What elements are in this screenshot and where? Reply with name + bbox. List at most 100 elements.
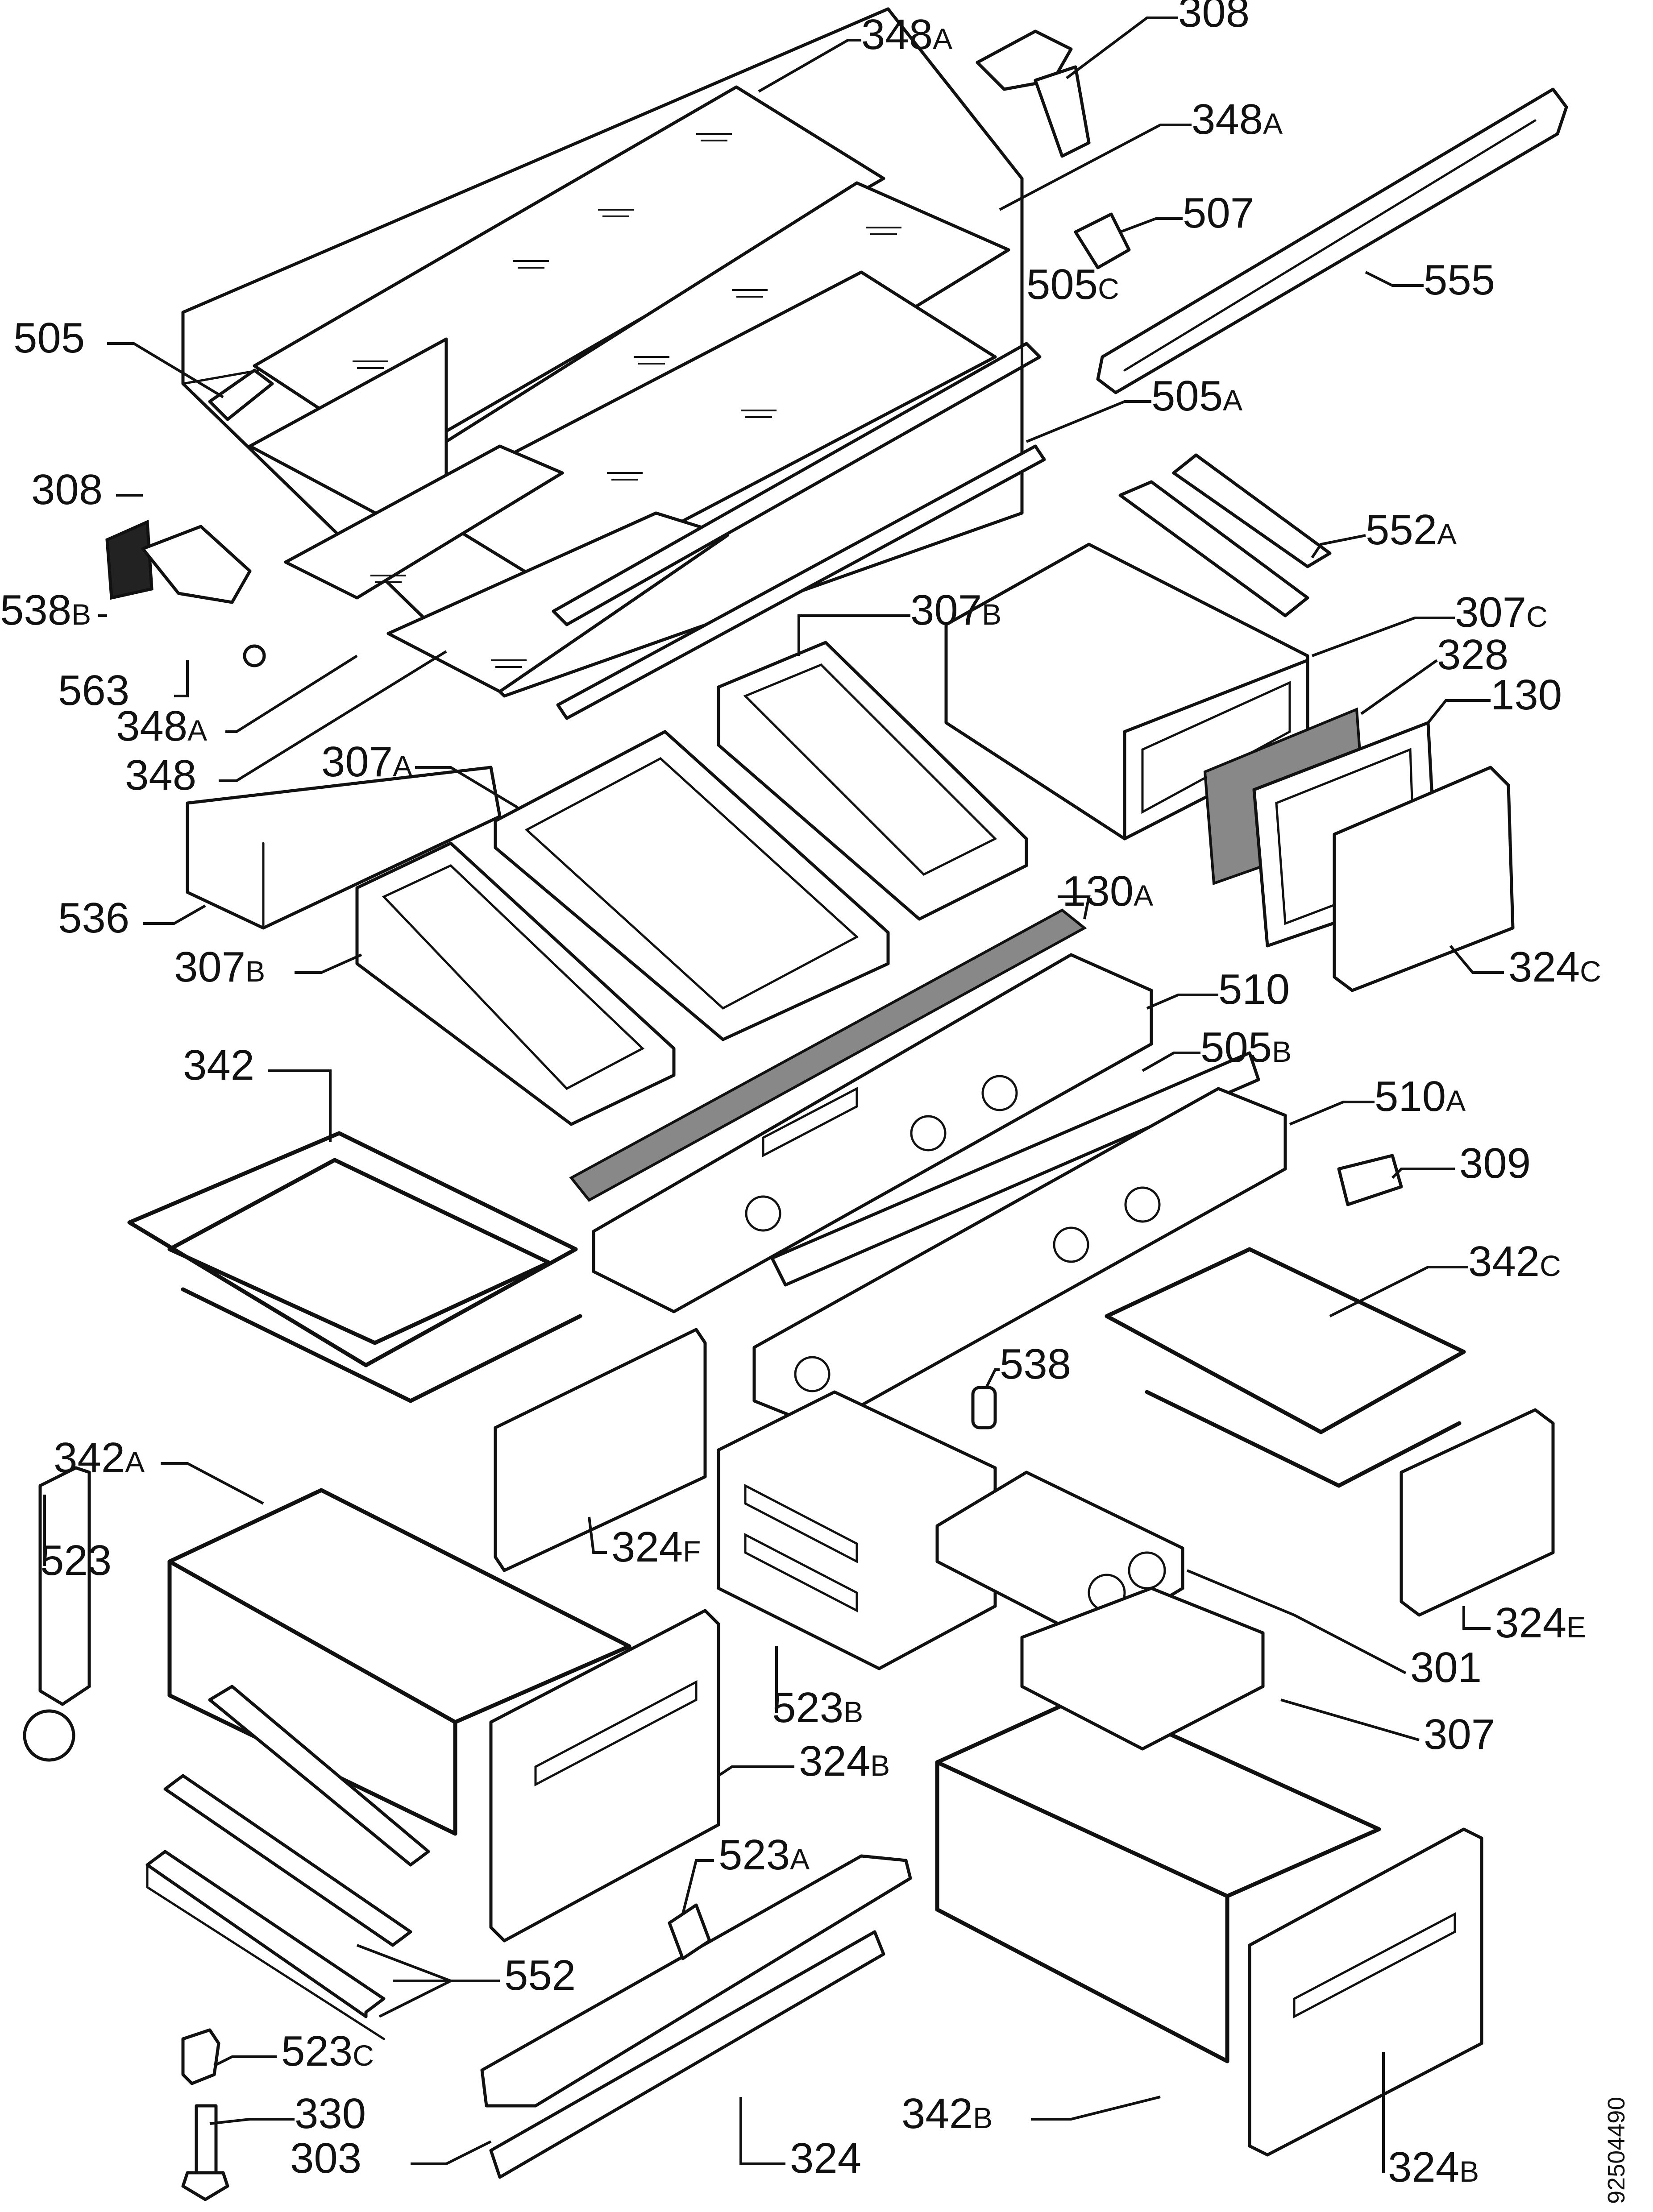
bracket-507 (1074, 212, 1131, 269)
callout-348a-left: 348A (116, 702, 207, 750)
callout-303: 303 (290, 2134, 361, 2182)
callout-307c: 307C (1455, 588, 1548, 636)
ice-box-523b (717, 1390, 997, 1670)
callout-number: 308 (1178, 0, 1250, 36)
callout-563: 563 (58, 667, 129, 714)
callout-suffix: A (1446, 1084, 1466, 1117)
callout-307a: 307A (321, 738, 412, 786)
callout-308-top: 308 (1178, 0, 1250, 36)
callout-number: 536 (58, 894, 129, 942)
callout-number: 324 (1388, 2143, 1459, 2191)
callout-number: 552 (1366, 506, 1437, 554)
callout-number: 307 (174, 943, 245, 991)
basket-342a (167, 1488, 631, 1836)
callout-number: 309 (1459, 1139, 1531, 1187)
callout-342a: 342A (54, 1434, 145, 1482)
front-trim-536 (186, 766, 502, 930)
document-number: 92504490 (1603, 2097, 1630, 2204)
callout-number: 523 (40, 1537, 112, 1584)
callout-suffix: E (1566, 1611, 1586, 1644)
callout-suffix: B (870, 1749, 890, 1782)
callout-suffix: A (187, 714, 207, 747)
callout-number: 505 (1151, 372, 1223, 420)
callout-555: 555 (1424, 256, 1495, 304)
callout-538: 538 (1000, 1340, 1071, 1388)
callout-number: 523 (772, 1684, 843, 1731)
runner-523a (480, 1854, 912, 2108)
callout-number: 307 (1455, 588, 1526, 636)
bin-307b-top (717, 641, 1028, 921)
callout-number: 324 (1508, 943, 1580, 991)
callout-number: 308 (31, 466, 103, 514)
callout-538b: 538B (0, 586, 91, 634)
panel-324c (1333, 766, 1515, 992)
callout-number: 328 (1437, 631, 1508, 679)
ice-bin-307 (1020, 1587, 1265, 1751)
callout-324b-mid: 324B (799, 1737, 890, 1785)
hinge-308-top (976, 29, 1091, 158)
callout-324f: 324F (611, 1523, 701, 1571)
callout-suffix: A (1134, 879, 1153, 912)
callout-suffix: A (1263, 107, 1283, 140)
bin-307a (494, 730, 890, 1041)
callout-suffix: B (973, 2101, 993, 2134)
shelf-trim-strips (208, 342, 1046, 720)
panel-324b-right (1248, 1827, 1483, 2157)
callout-number: 342 (183, 1041, 254, 1089)
callout-suffix: B (245, 955, 265, 988)
callout-suffix: B (1272, 1035, 1292, 1068)
callout-suffix: A (933, 22, 952, 55)
callout-309: 309 (1459, 1139, 1531, 1187)
callout-number: 510 (1375, 1073, 1446, 1120)
callout-suffix: C (1540, 1249, 1561, 1282)
callout-510a: 510A (1375, 1073, 1466, 1120)
callout-number: 523 (281, 2027, 353, 2075)
callout-342b: 342B (901, 2090, 993, 2137)
slide-552a (1118, 453, 1332, 617)
callout-number: 538 (0, 586, 71, 634)
callout-342: 342 (183, 1041, 254, 1089)
callout-number: 307 (1424, 1711, 1495, 1758)
callout-suffix: C (1580, 955, 1601, 988)
callout-number: 342 (54, 1434, 125, 1482)
callout-307b-left: 307B (174, 943, 265, 991)
basket-342c (1105, 1247, 1466, 1488)
callout-number: 552 (504, 1951, 576, 1999)
callout-number: 505 (1200, 1023, 1272, 1071)
callout-130a: 130A (1062, 867, 1153, 915)
bin-307b-left (355, 841, 676, 1126)
callout-130: 130 (1491, 671, 1562, 719)
callout-552a: 552A (1366, 506, 1457, 554)
bumper-538 (971, 1386, 997, 1429)
basket-342 (127, 1131, 582, 1403)
callout-number: 307 (910, 586, 982, 634)
callout-number: 303 (290, 2134, 361, 2182)
callout-523c: 523C (281, 2027, 374, 2075)
callout-number: 301 (1410, 1644, 1482, 1691)
callout-505b: 505B (1200, 1023, 1292, 1071)
roller-523 (23, 1466, 91, 1762)
callout-348a-top: 348A (861, 11, 952, 58)
callout-507: 507 (1183, 189, 1254, 237)
callout-number: 342 (901, 2090, 973, 2137)
panel-324e (1400, 1408, 1555, 1617)
housing-510 (592, 953, 1153, 1313)
glass-shelf-panels (248, 85, 1010, 693)
callout-number: 348 (125, 751, 196, 799)
callout-523b: 523B (772, 1684, 863, 1731)
callout-number: 324 (790, 2134, 861, 2182)
callout-suffix: C (1098, 272, 1119, 305)
screw-330 (181, 2104, 229, 2201)
callout-number: 555 (1424, 256, 1495, 304)
callout-suffix: B (71, 598, 91, 631)
callout-328: 328 (1437, 631, 1508, 679)
callout-suffix: A (1223, 384, 1242, 417)
callout-552: 552 (504, 1951, 576, 1999)
panel-324f (494, 1328, 707, 1572)
callout-number: 538 (1000, 1340, 1071, 1388)
callout-number: 507 (1183, 189, 1254, 237)
bushing-523c (181, 2028, 220, 2085)
callout-324c: 324C (1508, 943, 1601, 991)
callout-suffix: B (843, 1695, 863, 1728)
callout-number: 505 (1026, 261, 1098, 308)
